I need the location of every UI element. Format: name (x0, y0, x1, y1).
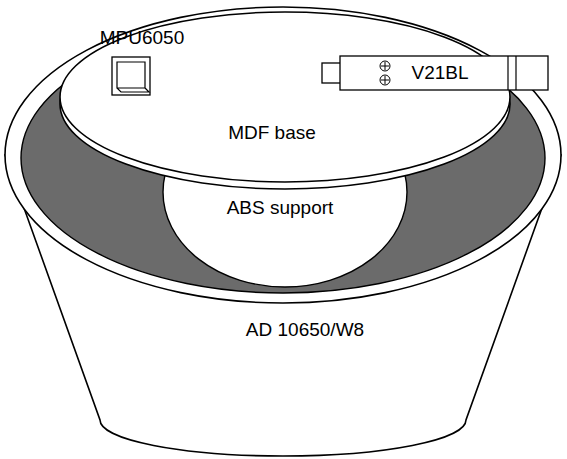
sensor-line (507, 56, 508, 90)
chip-body (112, 57, 150, 95)
sensor-chip: MPU6050 (100, 25, 190, 100)
screw-symbol (381, 76, 389, 84)
screw-symbol (380, 61, 390, 71)
screw-symbol (380, 75, 390, 85)
sensor-line (515, 56, 516, 90)
chip-die (117, 62, 149, 92)
abs-support: ABS support (165, 190, 405, 285)
rim-outer (5, 7, 561, 303)
part-label: ABS support (227, 198, 334, 219)
part-label: MPU6050 (100, 28, 185, 49)
part-label: AD 10650/W8 (246, 320, 364, 341)
sensor-tab (322, 63, 342, 83)
mdf-base-top (60, 12, 510, 182)
screw-symbol (381, 62, 389, 70)
mdf-base: MDF base MPU6050V21BL (60, 12, 510, 188)
part-label: V21BL (411, 63, 468, 84)
sensor-stick (340, 56, 548, 90)
part-label: MDF base (228, 123, 316, 144)
sensor-stick: V21BL (320, 55, 550, 91)
